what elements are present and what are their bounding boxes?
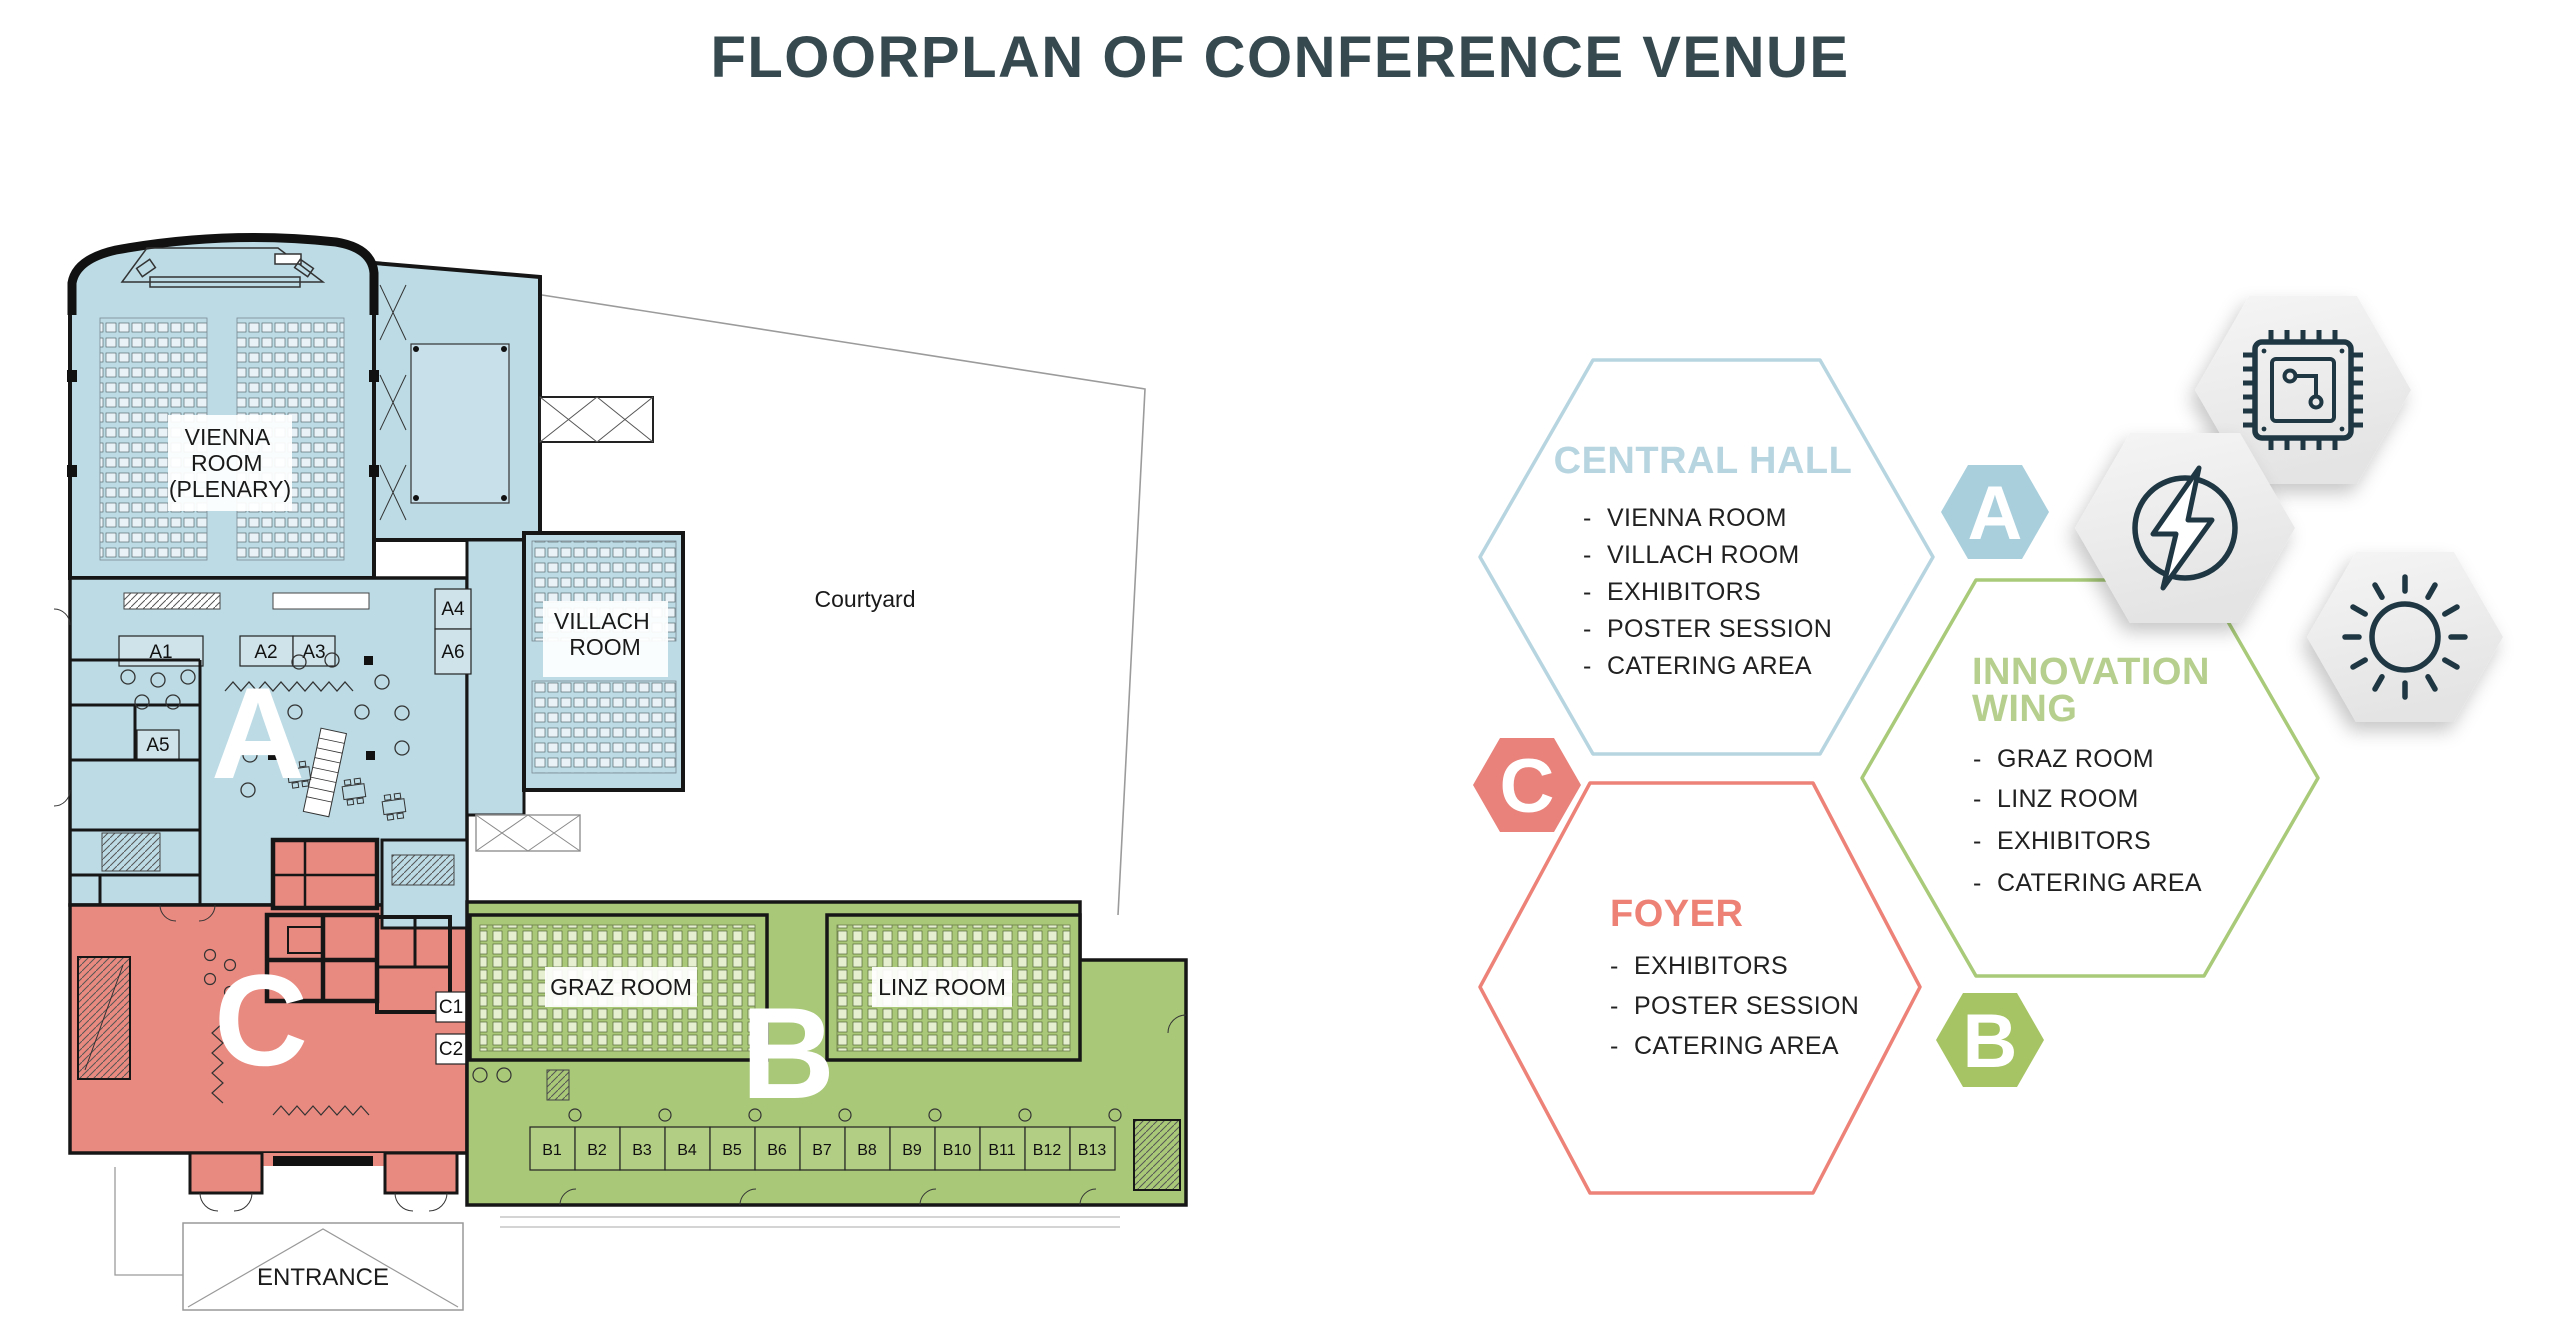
booth-b10: B10 <box>943 1142 972 1159</box>
bullet: - <box>1610 952 1619 980</box>
villach-label-box <box>543 601 668 677</box>
icon-hex-sun <box>2307 552 2503 722</box>
icon-hex-microchip <box>2195 296 2411 484</box>
bullet: - <box>1973 745 1982 773</box>
list-item: CATERING AREA <box>1607 652 1812 680</box>
marker-c2: C2 <box>439 1039 463 1060</box>
foyer-title: FOYER <box>1610 893 1743 935</box>
bullet: - <box>1610 1032 1619 1060</box>
marker-a5: A5 <box>146 735 169 756</box>
booth-b5: B5 <box>722 1142 742 1159</box>
list-item: EXHIBITORS <box>1634 952 1788 980</box>
booth-b2: B2 <box>587 1142 607 1159</box>
courtyard-label: Courtyard <box>815 586 916 612</box>
list-item: POSTER SESSION <box>1607 615 1832 643</box>
legend-hex-central-hall: CENTRAL HALL - VIENNA ROOM - VILLACH ROO… <box>1478 358 1935 756</box>
zone-a-area: VIENNA ROOM (PLENARY) A1 A2 A3 <box>53 233 685 907</box>
zone-a-letter: A <box>211 660 305 806</box>
innovation-wing-list: - GRAZ ROOM - LINZ ROOM - EXHIBITORS - C… <box>1973 745 2202 897</box>
bullet: - <box>1583 615 1592 643</box>
list-item: GRAZ ROOM <box>1997 745 2154 773</box>
booth-b7: B7 <box>812 1142 832 1159</box>
graz-label-box <box>545 967 697 1007</box>
list-item: CATERING AREA <box>1997 869 2202 897</box>
list-item: EXHIBITORS <box>1997 827 2151 855</box>
lower-truss <box>475 814 581 852</box>
booth-b13: B13 <box>1078 1142 1107 1159</box>
list-item: LINZ ROOM <box>1997 785 2139 813</box>
zone-b-letter: B <box>741 980 835 1126</box>
annex-truss <box>379 284 407 521</box>
legend-hex-foyer: FOYER - EXHIBITORS - POSTER SESSION - CA… <box>1478 781 1922 1195</box>
badge-a-letter: A <box>1968 471 2023 556</box>
marker-a3: A3 <box>302 642 325 663</box>
entrance-label: ENTRANCE <box>257 1264 389 1291</box>
lightning-bolt-icon <box>2132 465 2238 591</box>
booth-b11: B11 <box>988 1142 1015 1159</box>
graz-room-label: GRAZ ROOM <box>550 974 692 1000</box>
vienna-label-box <box>168 415 292 511</box>
marker-a2: A2 <box>254 642 277 663</box>
booth-row: B1 B2 B3 B4 B5 B6 B7 B8 B9 B10 B11 B12 B… <box>529 1126 1116 1171</box>
list-item: CATERING AREA <box>1634 1032 1839 1060</box>
marker-a6: A6 <box>441 642 464 663</box>
entrance-canopy: ENTRANCE <box>114 1167 464 1311</box>
icon-hex-lightning <box>2075 433 2295 623</box>
vienna-room-label: VIENNA ROOM (PLENARY) <box>169 424 291 502</box>
foyer-tables <box>120 652 410 798</box>
legend: CENTRAL HALL - VIENNA ROOM - VILLACH ROO… <box>1473 296 2503 1195</box>
bullet: - <box>1583 541 1592 569</box>
list-item: EXHIBITORS <box>1607 578 1761 606</box>
bullet: - <box>1583 504 1592 532</box>
bullet: - <box>1973 827 1982 855</box>
linz-label-box <box>872 967 1012 1007</box>
stage <box>120 247 326 288</box>
list-item: POSTER SESSION <box>1634 992 1859 1020</box>
badge-b: B <box>1936 993 2044 1087</box>
booth-b12: B12 <box>1033 1142 1062 1159</box>
legend-hex-innovation-wing: INNOVATION WING - GRAZ ROOM - LINZ ROOM … <box>1860 578 2320 978</box>
badge-b-letter: B <box>1963 999 2018 1084</box>
list-item: VILLACH ROOM <box>1607 541 1800 569</box>
bullet: - <box>1583 578 1592 606</box>
floorplan-drawing: Courtyard <box>53 233 1188 1311</box>
bridge-truss <box>539 396 654 443</box>
badge-c: C <box>1473 738 1581 832</box>
marker-a4: A4 <box>441 599 465 620</box>
booth-b3: B3 <box>632 1142 652 1159</box>
innovation-wing-title: INNOVATION WING <box>1972 651 2221 730</box>
central-hall-list: - VIENNA ROOM - VILLACH ROOM - EXHIBITOR… <box>1583 504 1832 680</box>
zone-c-walls <box>264 912 452 1014</box>
zone-b-area: GRAZ ROOM LINZ ROOM B <box>465 900 1188 1228</box>
bullet: - <box>1610 992 1619 1020</box>
central-hall-title: CENTRAL HALL <box>1554 440 1853 482</box>
bullet: - <box>1973 869 1982 897</box>
badge-a: A <box>1941 465 2049 559</box>
booth-b4: B4 <box>677 1142 697 1159</box>
villach-room-label: VILLACH ROOM <box>554 608 656 660</box>
microchip-icon <box>2243 330 2363 450</box>
foyer-chairs <box>286 760 407 821</box>
bullet: - <box>1583 652 1592 680</box>
list-item: VIENNA ROOM <box>1607 504 1787 532</box>
zigzag-a <box>224 681 354 692</box>
marker-c1: C1 <box>439 997 463 1018</box>
badge-c-letter: C <box>1500 744 1555 829</box>
foyer-list: - EXHIBITORS - POSTER SESSION - CATERING… <box>1610 952 1859 1060</box>
booth-b9: B9 <box>902 1142 922 1159</box>
zone-c-letter: C <box>214 947 308 1093</box>
booth-b8: B8 <box>857 1142 877 1159</box>
booth-b6: B6 <box>767 1142 787 1159</box>
courtyard-outline: Courtyard <box>541 294 1146 916</box>
sun-icon <box>2342 574 2468 700</box>
foyer-stair <box>302 727 348 818</box>
linz-room-label: LINZ ROOM <box>878 974 1006 1000</box>
marker-a1: A1 <box>149 642 172 663</box>
booth-b1: B1 <box>542 1142 562 1159</box>
villach-seating-bottom <box>531 680 677 774</box>
bullet: - <box>1973 785 1982 813</box>
zone-c-area: C1 C2 C ENTRANCE <box>68 837 469 1311</box>
page-title: FLOORPLAN OF CONFERENCE VENUE <box>710 25 1850 90</box>
